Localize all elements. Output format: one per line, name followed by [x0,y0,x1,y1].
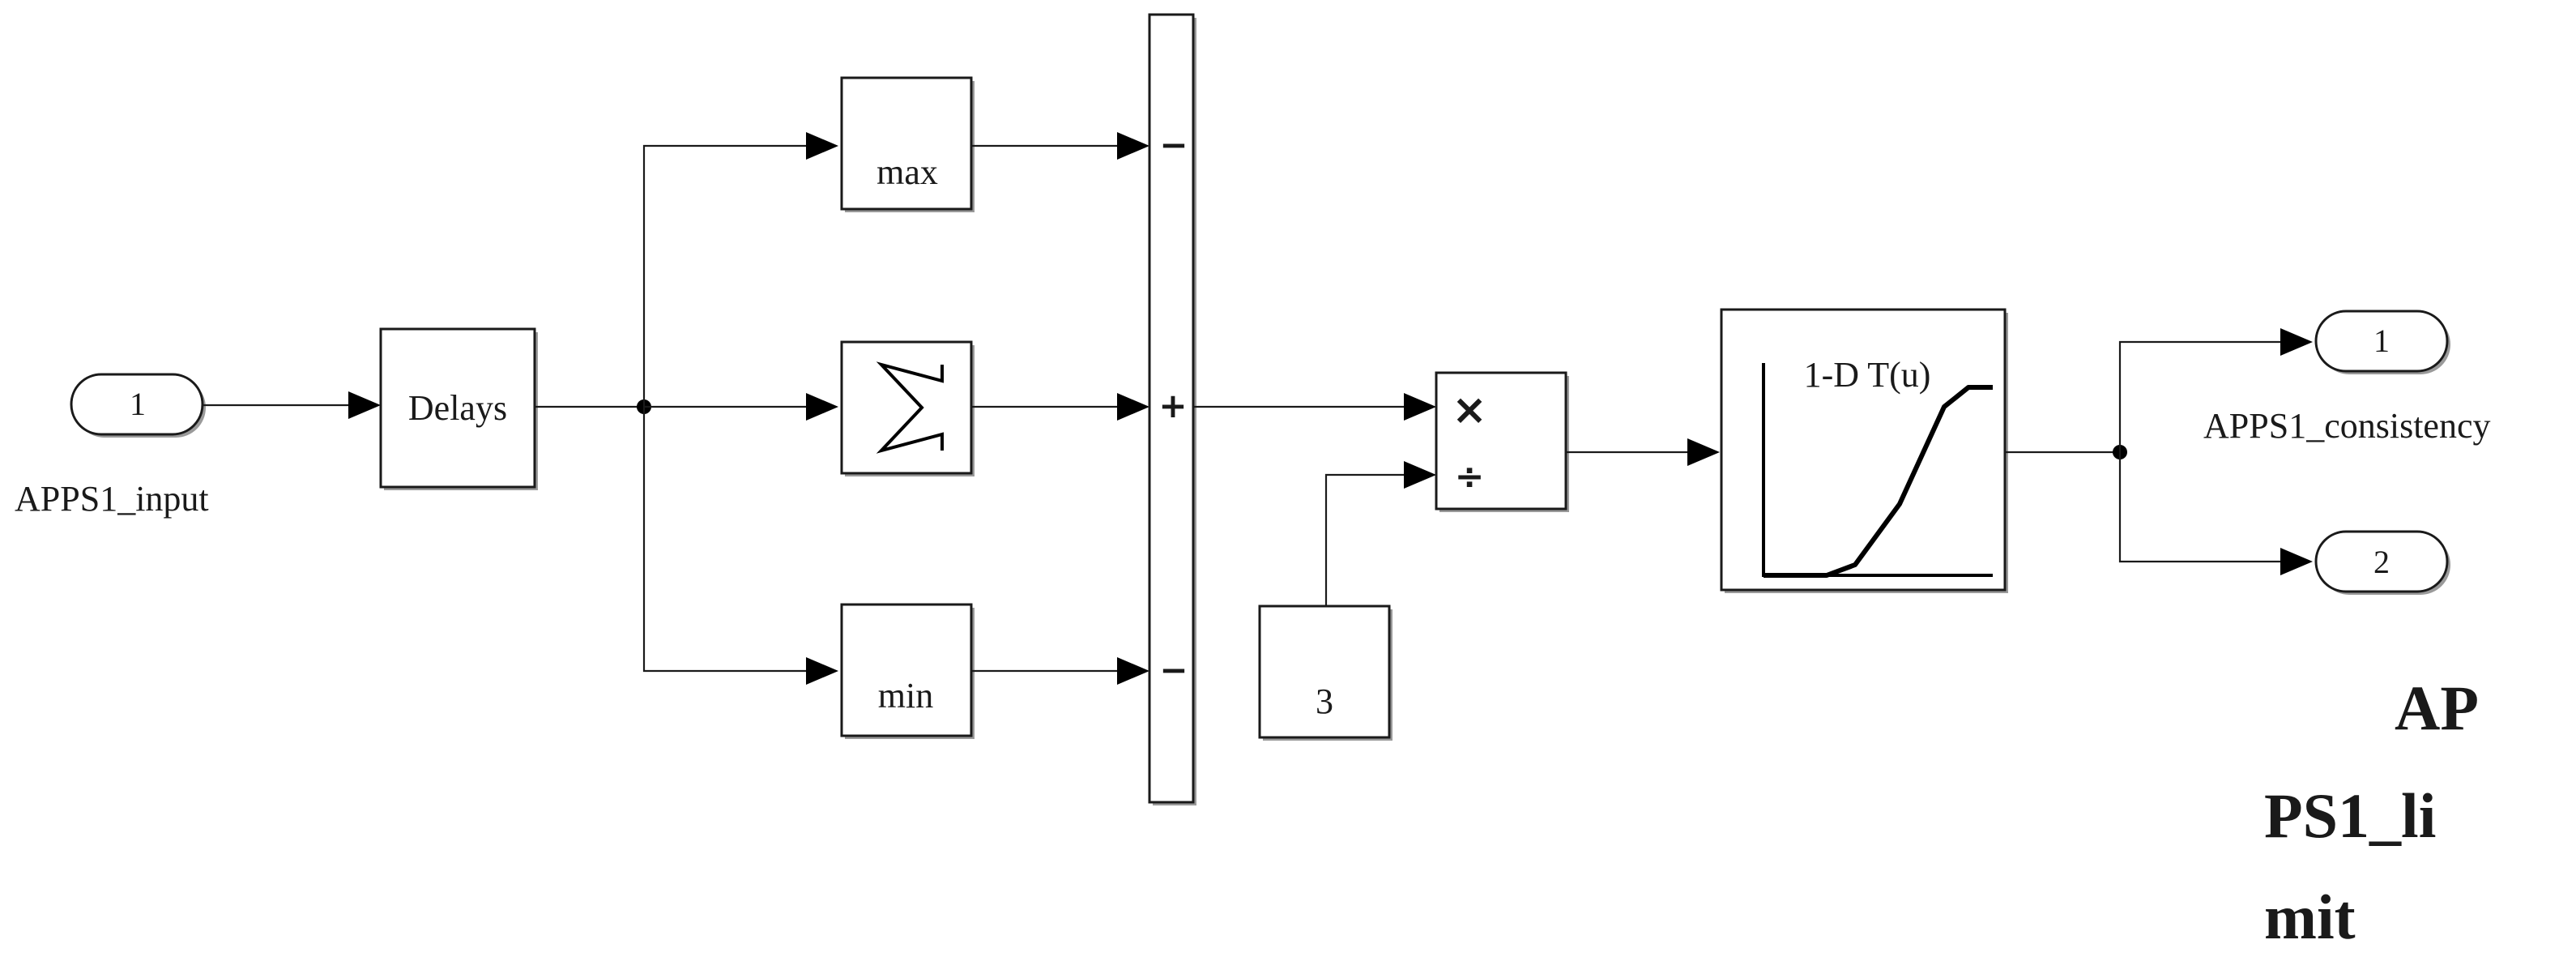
outport-2-number: 2 [2373,544,2390,580]
min-block[interactable]: min [840,603,975,739]
multiply-icon: × [1452,386,1487,434]
outport-2-name-line-1: AP [2395,673,2479,743]
divide-icon: ÷ [1455,456,1485,498]
lookup-label: 1-D T(u) [1804,355,1931,395]
product-block[interactable]: × ÷ [1435,371,1569,512]
wire-to-outport-1 [2118,340,2282,452]
arrow-to-sum [806,393,838,421]
arrow-to-outport-1 [2280,328,2313,356]
wire-to-min [642,407,808,673]
arrow-min-to-sum [1117,657,1149,685]
bus-sum-block[interactable]: − + − [1148,13,1196,805]
max-label: max [876,152,938,192]
arrow-sum-to-product [1404,393,1436,421]
sum-block[interactable] [840,340,975,476]
wire-constant-to-product [1324,473,1405,606]
arrow-product-to-lookup [1687,438,1720,466]
min-label: min [878,676,933,716]
wire-to-outport-2 [2118,452,2282,563]
arrow-input-to-delays [348,391,381,419]
lookup-table-block[interactable]: 1-D T(u) [1720,308,2008,593]
arrow-max-to-sum [1117,132,1149,160]
inport-1-name: APPS1_input [15,479,209,519]
wire-to-max [642,144,808,407]
outport-1[interactable]: 1 [2314,310,2450,374]
sigma-icon [876,361,944,454]
constant-block[interactable]: 3 [1258,605,1392,741]
outport-2-name-line-3: mit [2264,882,2356,952]
constant-value: 3 [1316,681,1333,721]
sum-sign-3: − [1159,650,1188,690]
arrow-constant-to-product [1404,461,1436,489]
arrow-to-outport-2 [2280,548,2313,575]
inport-1-number: 1 [130,386,146,422]
delays-block[interactable]: Delays [379,327,538,490]
outport-1-number: 1 [2373,323,2390,359]
max-block[interactable]: max [840,76,975,212]
lookup-curve-icon [1764,385,1993,578]
sum-sign-1: − [1159,125,1188,164]
sum-sign-2: + [1158,386,1187,425]
arrow-to-max [806,132,838,160]
outport-2[interactable]: 2 [2314,530,2450,595]
arrow-sum-to-sum [1117,393,1149,421]
delays-label: Delays [408,388,507,428]
outport-2-name-line-2: PS1_li [2264,780,2436,851]
arrow-to-min [806,657,838,685]
outport-1-name: APPS1_consistency [2203,406,2490,446]
inport-1[interactable]: 1 [70,373,206,438]
